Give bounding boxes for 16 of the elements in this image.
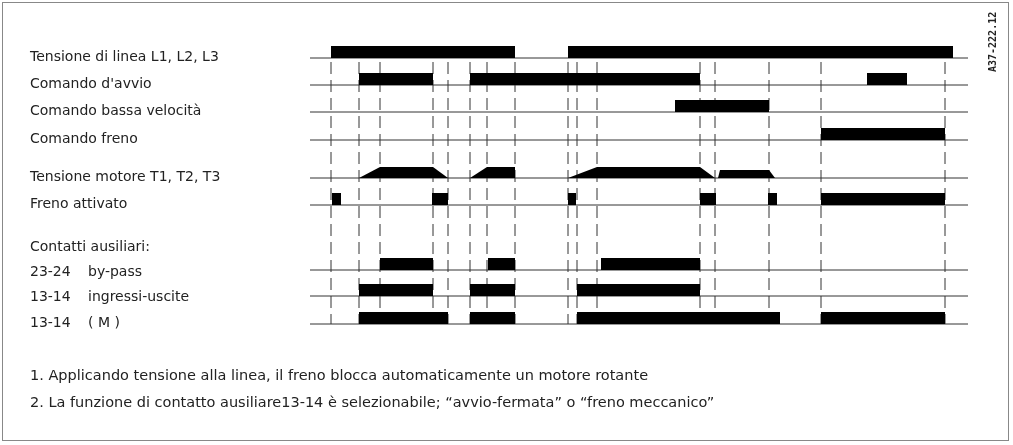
terminal-number: 13-14 [30, 288, 71, 304]
signal-label: ( M ) [88, 314, 120, 330]
note: 2. La funzione di contatto ausiliare13-14 è selezionabile; “avvio-fermata” o “freno meccanico” [30, 394, 715, 410]
signal-label: ingressi-uscite [88, 288, 190, 304]
signal-label: Comando d'avvio [30, 75, 152, 91]
signal-label: Comando bassa velocità [30, 102, 202, 118]
terminal-number: 13-14 [30, 314, 71, 330]
signal-label: Freno attivato [30, 195, 128, 211]
signal-label: Comando freno [30, 130, 138, 146]
signal-label: Tensione motore T1, T2, T3 [30, 168, 221, 184]
signal-label: by-pass [88, 263, 143, 279]
signal-label: Tensione di linea L1, L2, L3 [30, 48, 219, 64]
terminal-number: 23-24 [30, 263, 71, 279]
note: 1. Applicando tensione alla linea, il freno blocca automaticamente un motore rotante [30, 367, 649, 383]
drawing-number: A37-222.12 [986, 11, 999, 72]
section-heading: Contatti ausiliari: [30, 238, 150, 254]
